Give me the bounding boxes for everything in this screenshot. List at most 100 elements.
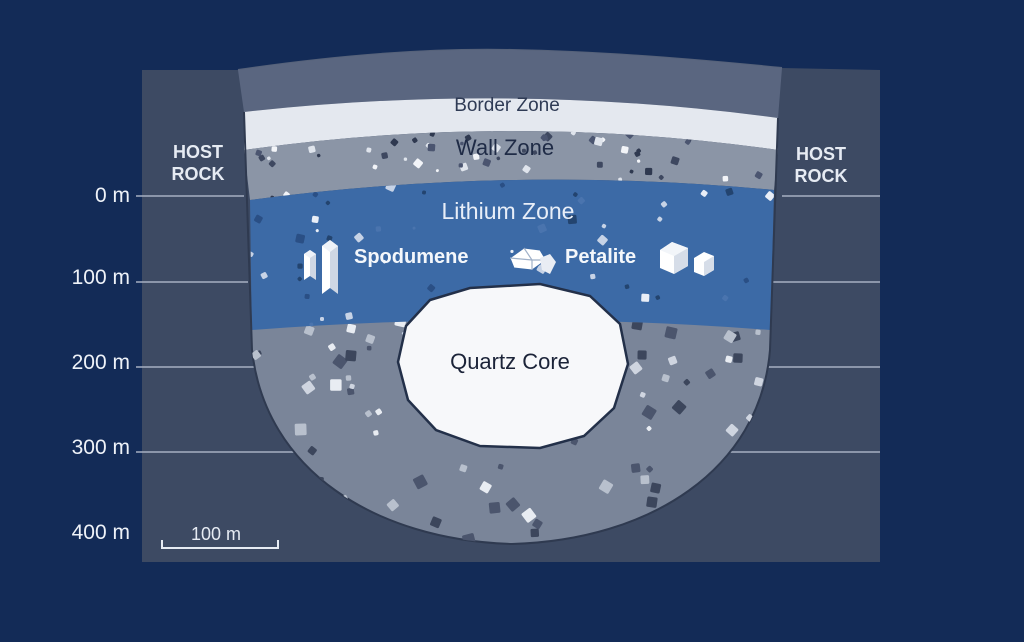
crystal-speckle (683, 379, 691, 386)
crystal-speckle (521, 508, 537, 523)
crystal-speckle (345, 312, 353, 320)
crystal-speckle (304, 293, 310, 300)
crystal-speckle (765, 191, 774, 201)
crystal-speckle (646, 426, 652, 431)
crystal-speckle (412, 137, 418, 143)
crystal-speckle (366, 345, 372, 351)
crystal-speckle (354, 232, 364, 243)
crystal-speckle (722, 175, 729, 182)
pegmatite-outline (243, 111, 779, 546)
crystal-speckle (381, 152, 389, 160)
crystal-speckle (345, 350, 357, 362)
crystal-speckle (577, 197, 585, 205)
crystal-speckle (646, 465, 653, 473)
crystal-speckle (754, 171, 763, 180)
crystal-speckle (482, 158, 491, 167)
crystal-speckle (365, 334, 376, 344)
crystal-speckle (309, 373, 316, 381)
crystal-speckle (330, 379, 342, 391)
crystal-speckle (497, 463, 504, 470)
crystal-speckle (541, 134, 549, 142)
crystal-speckle (250, 251, 254, 257)
crystal-speckle (260, 272, 268, 280)
crystal-speckle (491, 143, 501, 153)
host-rock-left-label-line2: ROCK (172, 164, 225, 184)
crystal-speckle (258, 154, 266, 162)
crystal-speckle (458, 163, 463, 168)
crystal-speckle (373, 430, 379, 436)
crystal-speckle (427, 143, 436, 152)
crystal-speckle (303, 325, 315, 336)
crystal-speckle (629, 361, 643, 375)
crystal-speckle (532, 150, 538, 155)
crystal-speckle (660, 201, 668, 208)
crystal-speckle (403, 157, 408, 161)
crystal-speckle (375, 408, 383, 416)
crystal-speckle (620, 145, 629, 154)
pegmatite-upper-shell (238, 49, 782, 118)
crystal-speckle (743, 277, 749, 284)
crystal-speckle (532, 518, 543, 530)
crystal-speckle (637, 350, 647, 360)
crystal-speckle (254, 214, 263, 224)
depth-label-0m: 0 m (95, 184, 130, 207)
crystal-speckle (733, 353, 743, 363)
crystal-speckle (624, 284, 630, 290)
scale-bar-label: 100 m (191, 524, 241, 544)
quartz-core (396, 282, 630, 450)
crystal-speckle (435, 169, 439, 173)
crystal-speckle (309, 322, 314, 327)
border-zone-label: Border Zone (454, 95, 560, 116)
crystal-speckle (645, 167, 653, 176)
crystal-speckle (596, 161, 603, 168)
crystal-speckle (601, 223, 607, 229)
crystal-speckle (427, 284, 436, 293)
crystal-speckle (372, 164, 378, 170)
crystal-speckle (346, 323, 357, 334)
crystal-speckle (295, 233, 306, 244)
crystal-speckle (345, 375, 352, 381)
crystal-speckle (307, 446, 317, 456)
crystal-speckle (636, 159, 641, 163)
crystal-speckle (271, 146, 278, 152)
crystal-speckle (294, 423, 307, 436)
crystal-speckle (684, 139, 691, 145)
crystal-speckle (390, 138, 399, 147)
spodumene-label: Spodumene (354, 246, 468, 268)
spodumene-crystal-icon (304, 240, 338, 294)
crystal-speckle (598, 479, 614, 494)
wall-zone-label: Wall Zone (456, 135, 554, 160)
crystal-speckle (597, 234, 608, 246)
crystal-speckle (725, 187, 734, 196)
host-rock-right-label-line2: ROCK (795, 166, 848, 186)
crystal-speckle (472, 153, 480, 160)
crystal-speckle (670, 156, 680, 166)
scale-bar: 100 m (161, 524, 279, 549)
crystal-speckle (754, 377, 764, 387)
crystal-speckle (590, 273, 596, 280)
crystal-speckle (252, 350, 261, 360)
crystal-speckle (722, 295, 729, 302)
crystal-speckle (266, 156, 271, 161)
crystal-speckle (255, 149, 262, 157)
crystal-speckle (646, 496, 658, 508)
crystal-speckle (459, 464, 468, 473)
crystal-speckle (641, 405, 657, 420)
crystal-speckle (725, 355, 733, 363)
crystal-speckle (655, 295, 661, 300)
crystal-speckle (629, 169, 634, 174)
crystal-speckle (366, 147, 372, 153)
depth-label-300m: 300 m (72, 436, 130, 459)
crystal-speckle (297, 263, 303, 269)
crystal-speckle (325, 200, 331, 206)
crystal-speckle (521, 148, 526, 153)
crystal-speckle (636, 148, 642, 154)
crystal-speckle (311, 215, 319, 223)
crystal-speckle (312, 191, 319, 198)
crystal-speckle (667, 355, 678, 366)
crystal-speckle (326, 235, 333, 242)
crystal-speckle (505, 497, 520, 512)
crystal-speckle (316, 153, 321, 158)
crystal-speckle (522, 165, 531, 174)
